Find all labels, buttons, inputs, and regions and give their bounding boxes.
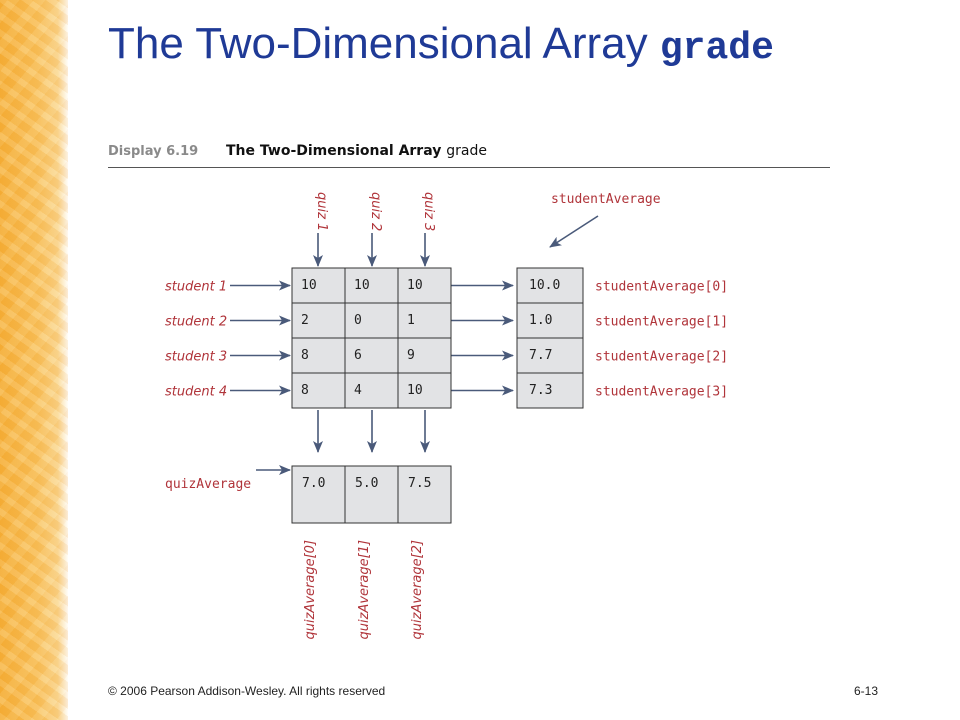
grade-cell (291, 267, 346, 304)
student-average-label: studentAverage (551, 192, 661, 207)
quiz-average-cell (397, 465, 452, 524)
grade-cell-value: 10 (354, 278, 370, 293)
student-average-value: 10.0 (529, 278, 560, 293)
quiz-average-index-label: quizAverage[2] (410, 540, 425, 640)
slide-title-code: grade (659, 27, 774, 70)
display-label: Display 6.19 (108, 144, 199, 159)
quiz-average-cell (291, 465, 346, 524)
display-title: The Two-Dimensional Array grade (226, 143, 487, 159)
student-average-cell (516, 267, 584, 304)
grade-cell (397, 267, 452, 304)
grade-cell-value: 8 (301, 383, 309, 398)
grade-cell-value: 4 (354, 383, 362, 398)
quiz-label: quiz 2 (368, 192, 383, 231)
grade-cell-value: 1 (407, 313, 415, 328)
student-average-index-label: studentAverage[2] (595, 350, 728, 365)
grade-cell (291, 337, 346, 374)
display-title-code: grade (446, 143, 487, 159)
grade-cell (344, 337, 399, 374)
student-average-cell (516, 302, 584, 339)
student-label: student 1 (165, 280, 227, 295)
student-average-index-label: studentAverage[3] (595, 385, 728, 400)
grade-cell (397, 337, 452, 374)
grade-cell-value: 6 (354, 348, 362, 363)
grade-cell (397, 302, 452, 339)
student-average-pointer-arrow (549, 215, 599, 248)
decorative-sidebar (0, 0, 68, 720)
grade-cell (397, 372, 452, 409)
student-label: student 4 (165, 385, 227, 400)
quiz-average-value: 5.0 (355, 476, 378, 491)
grade-cell (344, 267, 399, 304)
display-header: Display 6.19 The Two-Dimensional Array g… (108, 143, 830, 168)
grade-cell-value: 10 (301, 278, 317, 293)
grade-cell (344, 302, 399, 339)
quiz-average-index-label: quizAverage[1] (357, 540, 372, 640)
student-average-cell (516, 372, 584, 409)
quiz-average-value: 7.5 (408, 476, 431, 491)
grade-cell-value: 10 (407, 278, 423, 293)
quiz-average-label: quizAverage (165, 477, 251, 492)
student-average-value: 7.3 (529, 383, 552, 398)
grade-cell-value: 0 (354, 313, 362, 328)
grade-cell-value: 2 (301, 313, 309, 328)
student-average-value: 7.7 (529, 348, 552, 363)
page-number: 6-13 (854, 684, 879, 698)
grade-cell-value: 10 (407, 383, 423, 398)
slide-title-text: The Two-Dimensional Array (108, 19, 660, 68)
grade-cell (344, 372, 399, 409)
labels-layer: 10 10 10 2 0 1 8 6 9 8 4 10 10.0 1.0 7.7 7.3 7.0 5.0 7.5 qu… (165, 192, 728, 640)
student-average-index-label: studentAverage[1] (595, 315, 728, 330)
quiz-average-index-label: quizAverage[0] (303, 540, 318, 640)
slide-title: The Two-Dimensional Array grade (108, 19, 774, 70)
grade-cell (291, 302, 346, 339)
student-label: student 3 (165, 350, 227, 365)
footer-copyright: © 2006 Pearson Addison-Wesley. All right… (108, 684, 386, 698)
student-label: student 2 (165, 315, 227, 330)
student-average-index-label: studentAverage[0] (595, 280, 728, 295)
student-average-cell (516, 337, 584, 374)
grade-cell-value: 8 (301, 348, 309, 363)
display-title-text: The Two-Dimensional Array (226, 143, 447, 159)
cells-layer (291, 267, 584, 524)
student-average-value: 1.0 (529, 313, 552, 328)
quiz-label: quiz 1 (314, 192, 329, 231)
arrows-layer (230, 215, 599, 475)
grade-cell (291, 372, 346, 409)
quiz-average-value: 7.0 (302, 476, 325, 491)
grade-cell-value: 9 (407, 348, 415, 363)
quiz-label: quiz 3 (421, 192, 436, 231)
quiz-average-cell (344, 465, 399, 524)
